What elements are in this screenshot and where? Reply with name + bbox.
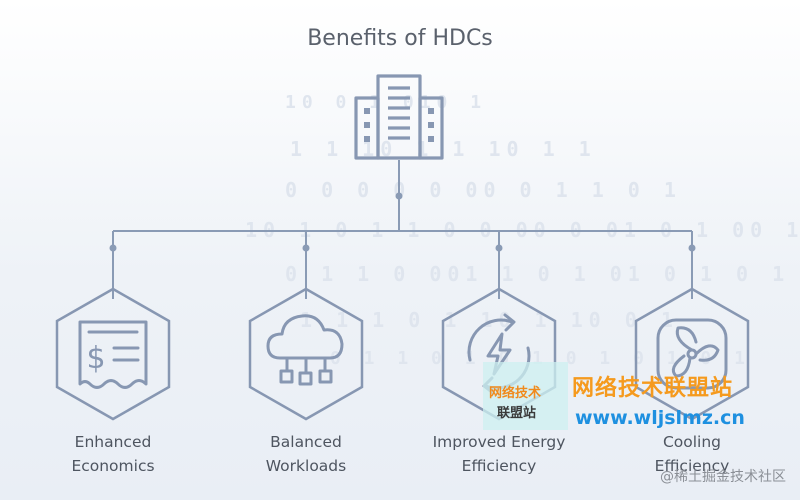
watermark-box-line2: 联盟站 [497, 406, 537, 421]
fan-icon [656, 318, 728, 390]
connector-dot [395, 192, 403, 200]
watermark-box-line1: 网络技术 [489, 386, 542, 401]
receipt-dollar-icon: $ [78, 320, 148, 389]
watermark-footer: @稀土掘金技术社区 [660, 469, 786, 485]
binary-row: 0 0 0 0 0 00 0 1 1 0 1 [285, 178, 682, 202]
connector-dots [109, 192, 696, 252]
benefit-label-line: Enhanced [74, 433, 152, 451]
binary-row: 0 1 1 0 1 0 1 0 1 0 1 0 1 [330, 348, 751, 369]
diagram-title: Benefits of HDCs [307, 26, 493, 51]
svg-text:$: $ [86, 341, 105, 376]
benefit-label-line: Economics [71, 457, 155, 475]
benefit-label-line: Workloads [265, 457, 347, 475]
hexagon-frames [55, 287, 750, 421]
connector-dot [688, 244, 696, 252]
hexagon-frame-1 [55, 287, 171, 421]
binary-row: 0 1 1 0 001 1 0 1 01 0 1 0 1 [285, 262, 791, 286]
benefit-label-line: Improved Energy [432, 433, 566, 451]
benefit-label-line: Efficiency [654, 457, 730, 475]
benefit-label-line: Cooling [662, 433, 722, 451]
benefit-label-line: Balanced [270, 433, 342, 451]
watermark-logo-box: 网络技术 联盟站 [483, 362, 568, 430]
watermark-url[interactable]: www.wljslmz.cn [575, 407, 745, 429]
building-icon [354, 74, 444, 160]
benefit-label-improved-energy-efficiency: Improved Energy Efficiency [409, 430, 589, 478]
benefit-label-enhanced-economics: Enhanced Economics [23, 430, 203, 478]
connector-dot [109, 244, 117, 252]
cloud-network-icon [266, 314, 344, 386]
connector-dot [495, 244, 503, 252]
connector-lines [112, 160, 693, 299]
watermark-site-name: 网络技术联盟站 [572, 376, 734, 401]
hexagon-frame-4 [634, 287, 750, 421]
hexagon-frame-2 [248, 287, 364, 421]
benefit-label-balanced-workloads: Balanced Workloads [216, 430, 396, 478]
benefit-label-line: Efficiency [461, 457, 537, 475]
connector-dot [302, 244, 310, 252]
benefit-label-cooling-efficiency: Cooling Efficiency [602, 430, 782, 478]
